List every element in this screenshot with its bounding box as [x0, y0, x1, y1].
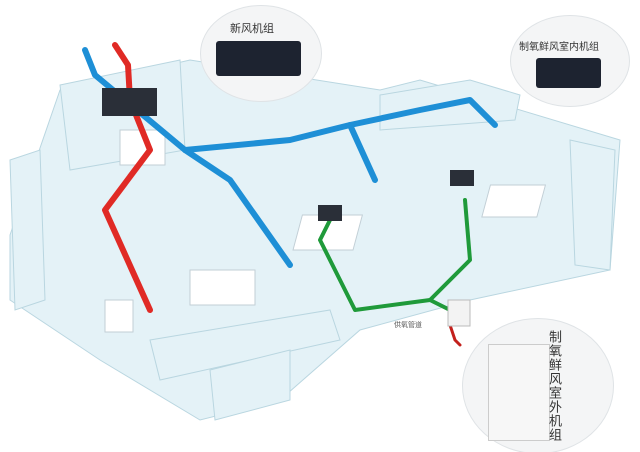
- outdoor-unit-small: [447, 299, 471, 327]
- wall: [9, 149, 46, 311]
- fresh-air-unit-callout: [200, 5, 322, 102]
- fresh-air-unit-label: 新风机组: [230, 22, 274, 35]
- outdoor-exhaust: [448, 323, 462, 347]
- outdoor-unit-label: 制氧鲜风室外机组: [546, 330, 561, 442]
- bed: [481, 184, 547, 218]
- bed: [189, 269, 256, 306]
- fresh-air-unit-image: [216, 41, 301, 76]
- oxygen-pipe: [318, 198, 472, 312]
- indoor-unit: [450, 170, 474, 186]
- indoor-unit-label: 制氧鲜风室内机组: [519, 42, 599, 53]
- exhaust-duct: [102, 42, 153, 313]
- supply-duct: [82, 47, 293, 268]
- supply-duct: [347, 122, 378, 183]
- supply-duct: [182, 97, 498, 153]
- fresh-air-unit: [102, 88, 157, 116]
- wall: [569, 139, 616, 271]
- wall: [209, 349, 291, 421]
- outdoor-unit-image: [488, 344, 550, 441]
- indoor-unit-image: [536, 58, 601, 88]
- cabinet: [104, 299, 134, 333]
- wall: [149, 309, 341, 381]
- oxygen-pipe: [428, 298, 452, 312]
- indoor-unit: [318, 205, 342, 221]
- indoor-unit-callout: [510, 15, 630, 107]
- outdoor-unit-callout: [462, 318, 614, 452]
- oxygen-pipe-label: 供氧管道: [394, 321, 422, 329]
